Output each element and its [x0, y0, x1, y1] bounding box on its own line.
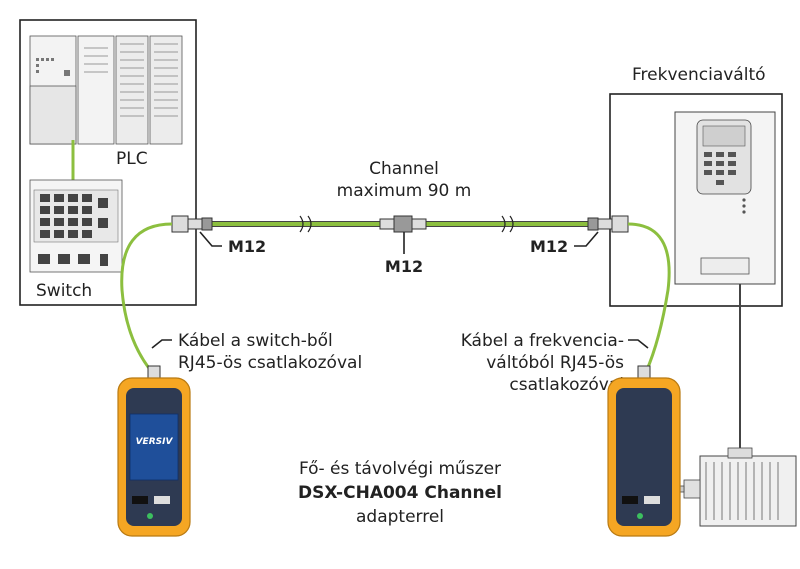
instrument-line2: DSX-CHA004 Channel	[298, 483, 502, 503]
cable-left-line1: Kábel a switch-ből	[178, 331, 333, 351]
vfd-label: Frekvenciaváltó	[632, 65, 766, 85]
m12-left-leader	[199, 231, 222, 247]
m12-center-label: M12	[385, 257, 423, 276]
cable-right-line1: Kábel a frekvencia-	[461, 331, 624, 351]
left-patch-cable	[120, 222, 173, 373]
m12-left-label: M12	[228, 237, 266, 256]
cable-right-line3: csatlakozóval	[509, 375, 624, 395]
cable-left-leader	[151, 339, 172, 349]
channel-label-line2: maximum 90 m	[337, 181, 472, 201]
tester-brand: VERSIV	[136, 437, 174, 447]
instrument-line1: Fő- és távolvégi műszer	[299, 459, 501, 479]
tester-screen	[129, 413, 179, 481]
plc-device	[29, 35, 183, 145]
tester-main: VERSIV	[117, 365, 191, 537]
channel-label-line1: Channel	[369, 159, 439, 179]
cable-right-leader	[628, 339, 649, 349]
m12-connector-center	[379, 215, 427, 233]
switch-label: Switch	[36, 281, 92, 301]
tester-remote	[607, 365, 681, 537]
m12-right-label: M12	[530, 237, 568, 256]
plc-label: PLC	[116, 149, 148, 169]
m12-connector-right	[587, 215, 629, 233]
instrument-line3: adapterrel	[356, 507, 444, 527]
motor	[671, 447, 797, 527]
cable-left-line2: RJ45-ös csatlakozóval	[178, 353, 362, 373]
m12-right-leader	[574, 231, 599, 247]
cable-right-line2: váltóból RJ45-ös	[486, 353, 624, 373]
switch-device	[29, 179, 123, 273]
right-patch-cable	[627, 222, 671, 373]
vfd-device	[674, 111, 776, 285]
